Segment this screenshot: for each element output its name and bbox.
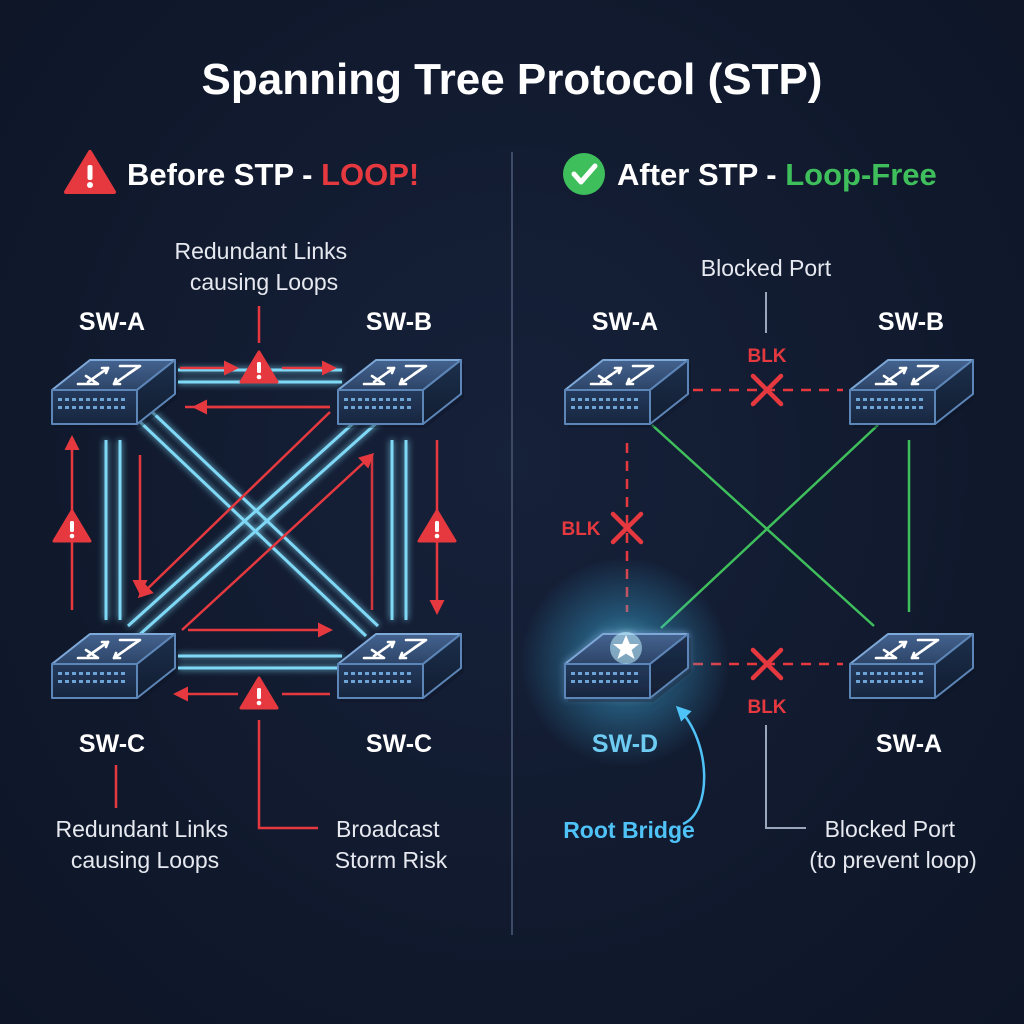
after-heading-status: Loop-Free [785,157,937,192]
before-panel: Before STP - LOOP! Redundant Links causi… [51,150,465,873]
blk-label-left: BLK [561,519,600,540]
before-note-bottom-left: Redundant Links causing Loops [55,816,234,873]
blocked-x-icon [610,511,644,545]
label-sw-a-after: SW-A [592,308,658,336]
before-heading-status: LOOP! [321,157,419,192]
after-note-bottom-leader [765,725,806,829]
label-sw-d-after: SW-D [592,730,658,758]
label-sw-c-before-left: SW-C [79,730,145,758]
switch-sw-c-before-left [51,633,179,703]
before-heading: Before STP - LOOP! [127,157,419,192]
root-bridge-label: Root Bridge [563,817,695,843]
before-note-top: Redundant Links causing Loops [174,238,353,295]
root-star-icon [610,632,642,664]
switch-sw-c-before-right [337,633,465,703]
label-sw-b-after: SW-B [878,308,944,336]
warning-icon [417,509,457,543]
switch-sw-a-after [564,359,692,429]
before-heading-prefix: Before STP - [127,157,321,192]
label-sw-a-after-bottom: SW-A [876,730,942,758]
warning-icon [52,509,92,543]
before-note-bottom-right: Broadcast Storm Risk [335,816,448,873]
label-sw-b-before: SW-B [366,308,432,336]
switch-sw-b-before [337,359,465,429]
blocked-x-icon [750,647,784,681]
after-heading: After STP - Loop-Free [617,157,937,192]
after-panel: After STP - Loop-Free Blocked Port BLK B… [520,153,977,873]
warning-icon [239,676,279,710]
check-circle-icon [563,153,605,195]
after-heading-prefix: After STP - [617,157,785,192]
before-note-right-leader [257,720,318,830]
blk-label-top: BLK [747,346,786,367]
blk-label-bottom: BLK [747,697,786,718]
label-sw-c-before-right: SW-C [366,730,432,758]
warning-icon [239,350,279,384]
warning-icon [64,150,116,194]
label-sw-a-before: SW-A [79,308,145,336]
after-note-top: Blocked Port [701,255,832,281]
root-bridge-pointer [675,705,706,826]
blocked-x-icon [750,373,784,407]
page-title: Spanning Tree Protocol (STP) [202,55,823,104]
redundant-links [104,368,408,670]
switch-sw-a-after-bottom [849,633,977,703]
after-note-bottom-right: Blocked Port (to prevent loop) [809,816,976,873]
switch-sw-d-root-bridge [564,632,692,703]
switch-sw-b-after [849,359,977,429]
